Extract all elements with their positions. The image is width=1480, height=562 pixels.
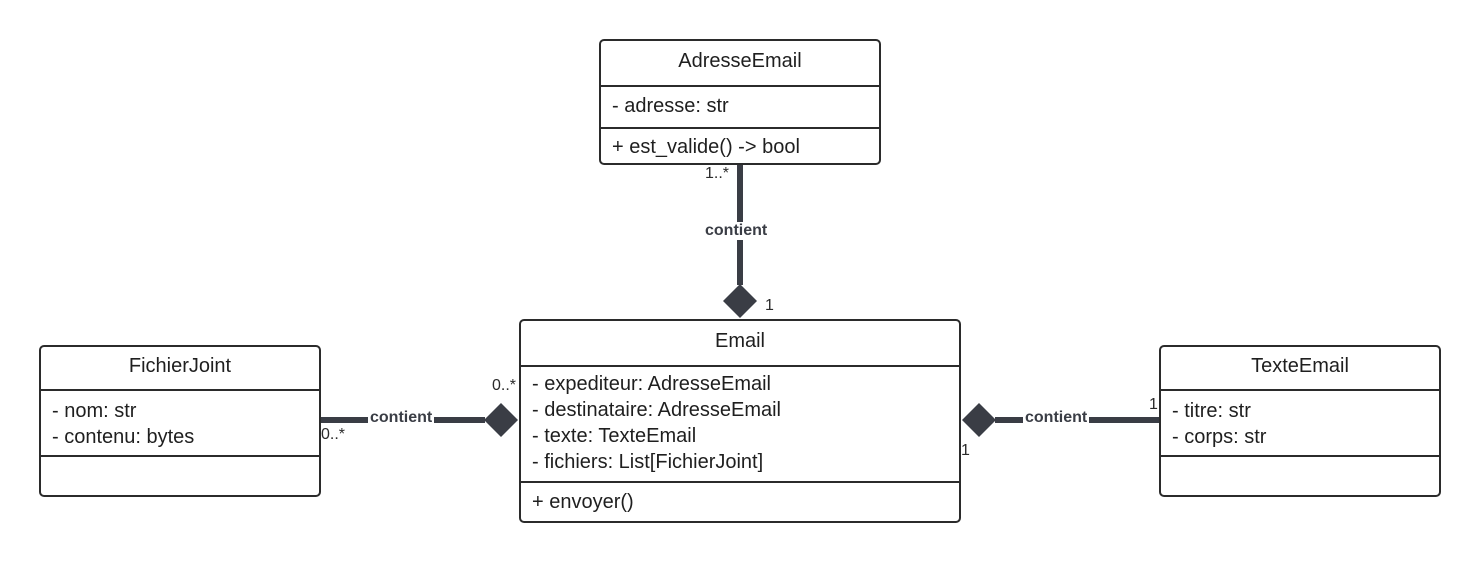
attributes-compartment: - adresse: str [601,85,879,127]
attribute: - texte: TexteEmail [532,425,697,447]
class-name: AdresseEmail [678,50,802,72]
relation-label-email-texte: contient [1023,409,1090,427]
class-texte-email[interactable]: TexteEmail - titre: str - corps: str [1159,345,1441,497]
methods-compartment: + est_valide() -> bool [601,127,879,163]
class-email[interactable]: Email - expediteur: AdresseEmail - desti… [519,319,961,523]
class-fichier-joint[interactable]: FichierJoint - nom: str - contenu: bytes [39,345,321,497]
attribute: - destinataire: AdresseEmail [532,399,782,421]
attributes-compartment: - nom: str - contenu: bytes [41,389,319,455]
attribute: - adresse: str [612,95,729,117]
class-name: FichierJoint [128,355,232,377]
composition-diamond-top [723,284,757,318]
composition-diamond-right [962,403,996,437]
composition-diamond-left [484,403,518,437]
attribute: - expediteur: AdresseEmail [532,373,772,395]
attributes-compartment: - titre: str - corps: str [1161,389,1439,455]
methods-compartment: + envoyer() [521,481,959,521]
attribute: - nom: str [52,400,137,422]
multiplicity-adresse-end: 1..* [705,165,730,182]
attribute: - contenu: bytes [52,426,195,448]
attributes-compartment: - expediteur: AdresseEmail - destinatair… [521,365,959,481]
multiplicity-fichier-end: 0..* [321,426,346,443]
class-name: Email [714,330,765,352]
class-name: TexteEmail [1251,355,1349,377]
method: + est_valide() -> bool [612,136,800,158]
attribute: - titre: str [1172,400,1251,422]
attribute: - corps: str [1172,426,1267,448]
relation-label-email-adresse: contient [703,222,770,240]
method: + envoyer() [532,491,634,513]
multiplicity-email-top-end: 1 [765,297,774,314]
multiplicity-email-right-end: 1 [961,442,970,459]
methods-compartment [41,455,319,495]
multiplicity-email-left-end: 0..* [492,377,517,394]
methods-compartment [1161,455,1439,495]
multiplicity-texte-end: 1 [1149,396,1158,413]
attribute: - fichiers: List[FichierJoint] [532,451,764,473]
class-adresse-email[interactable]: AdresseEmail - adresse: str + est_valide… [599,39,881,165]
relation-label-email-fichier: contient [368,409,435,427]
